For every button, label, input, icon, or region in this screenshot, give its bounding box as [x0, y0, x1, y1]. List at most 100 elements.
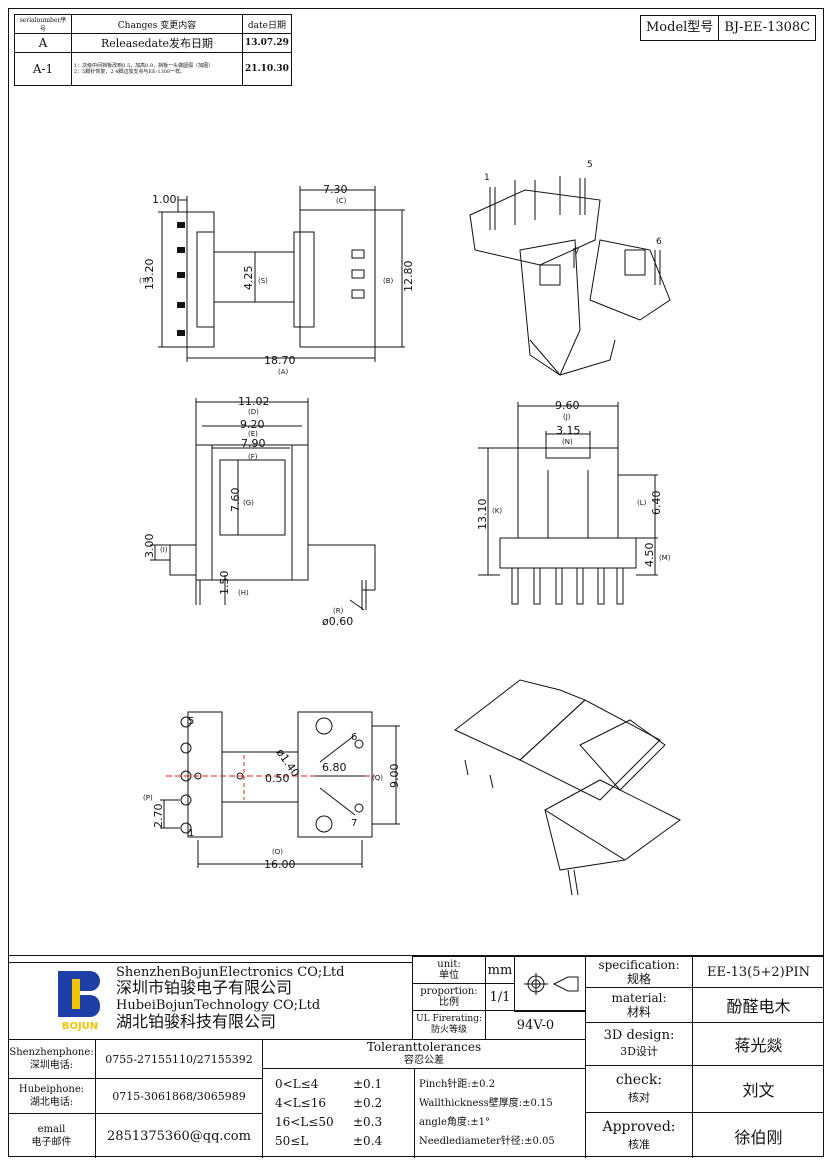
dim-9-60: 9.60 — [555, 399, 580, 412]
label-o: (O) — [272, 848, 283, 856]
dim-6-40: 6.40 — [650, 491, 663, 516]
dim-18-70: 18.70 — [264, 354, 296, 367]
sz-phone-label-cell: Shenzhenphone: 深圳电话: — [8, 1039, 96, 1079]
view-top-mid — [299, 186, 405, 348]
revision-table: serialnumber序号 Changes 变更内容 date日期 A Rel… — [14, 14, 292, 86]
company-cell: BOJUN ShenzhenBojunElectronics CO;Ltd 深圳… — [8, 962, 413, 1040]
rev-change: 1：次级中间挡板改到0.5，加高0.9，挡板一头做圆弧（加图） 2：5脚针恢复，… — [71, 52, 243, 86]
material-label-cell: material: 材料 — [585, 987, 693, 1023]
view-side-labels: 9.60 (J) 3.15 (N) 13.10 (K) 6.40 (L) 4.5… — [476, 399, 671, 567]
hb-phone-label-cell: Hubeiphone: 湖北电话: — [8, 1078, 96, 1114]
dim-11-02: 11.02 — [238, 395, 270, 408]
spec-value: EE-13(5+2)PIN — [692, 956, 824, 988]
material-value: 酚醛电木 — [692, 987, 824, 1023]
dim-9-00: 9.00 — [388, 764, 401, 789]
tolerance-title-cn: 容忍公差 — [404, 1055, 444, 1066]
hb-phone-label-cn: 湖北电话: — [29, 1097, 74, 1108]
company-cn-1: 深圳市铂骏电子有限公司 — [116, 978, 293, 997]
tol-note: Needlediameter针径:±0.05 — [419, 1136, 555, 1147]
tol-note: Wallthickness壁厚度:±0.15 — [419, 1098, 553, 1109]
check-value: 刘文 — [692, 1065, 824, 1113]
sz-phone-label-cn: 深圳电话: — [29, 1060, 74, 1071]
rev-serial: A-1 — [14, 52, 72, 86]
tol-note: angle角度:±1° — [419, 1117, 491, 1128]
label-i: (I) — [160, 546, 168, 554]
tol-value: ±0.2 — [353, 1096, 383, 1110]
view-bottom — [160, 711, 400, 868]
tolerance-title: Toleranttolerances — [366, 1040, 482, 1054]
dim-13-10: 13.10 — [476, 499, 489, 531]
tol-value: ±0.4 — [353, 1134, 383, 1148]
iso-view-2 — [454, 679, 681, 896]
tolerance-notes: Pinch针距:±0.2 Wallthickness壁厚度:±0.15 angl… — [414, 1068, 586, 1158]
dim-3-00: 3.00 — [143, 534, 156, 559]
tolerance-table: 0<L≤4 4<L≤16 16<L≤50 50≤L ±0.1 ±0.2 ±0.3… — [262, 1068, 415, 1158]
spec-label: specification: — [598, 958, 680, 972]
unit-label-cell: unit: 单位 — [412, 956, 486, 984]
dim-1-00: 1.00 — [152, 193, 177, 206]
approved-label-cell: Approved: 核准 — [585, 1112, 693, 1158]
rev-date: 21.10.30 — [242, 52, 292, 86]
approved-label-cn: 核准 — [628, 1137, 650, 1151]
dim-6-80: 6.80 — [322, 761, 347, 774]
proportion-label: proportion: — [420, 986, 478, 997]
dim-7-30: 7.30 — [323, 183, 348, 196]
ul-label-cell: UL Firerating: 防火等级 — [412, 1010, 486, 1040]
email-label-cell: email 电子邮件 — [8, 1113, 96, 1158]
label-m: (M) — [659, 554, 671, 562]
pin-1-label: 1 — [484, 173, 490, 183]
drawing-frame — [8, 8, 824, 1157]
view-bottom-labels: 5 1 6 7 ø1.40 0.50 6.80 (Q) 9.00 (P) 2.7… — [143, 716, 401, 871]
view-top-mid-labels: 7.30 (C) 12.80 (B) — [323, 183, 415, 292]
design-label-cn: 3D设计 — [620, 1045, 658, 1058]
dim-dia-0-60: ø0.60 — [322, 615, 353, 628]
projection-symbol-icon — [514, 956, 586, 1012]
dim-13-20: 13.20 — [143, 259, 156, 291]
proportion-value: 1/1 — [485, 983, 515, 1011]
tol-range: 4<L≤16 — [275, 1096, 326, 1110]
label-j: (J) — [563, 413, 571, 421]
company-en-2: HubeiBojunTechnology CO;Ltd — [116, 998, 321, 1013]
dim-7-60: 7.60 — [229, 488, 242, 513]
company-en-1: ShenzhenBojunElectronics CO;Ltd — [116, 965, 345, 980]
label-n: (N) — [562, 438, 573, 446]
ul-label-cn: 防火等级 — [430, 1025, 467, 1035]
dim-0-50: 0.50 — [265, 772, 290, 785]
tol-range: 50≤L — [275, 1134, 309, 1148]
hb-phone-value: 0715-3061868/3065989 — [95, 1078, 263, 1114]
logo-text: BOJUN — [61, 1021, 99, 1032]
material-label: material: — [611, 991, 667, 1005]
tol-range: 16<L≤50 — [275, 1115, 334, 1129]
bottom-pin-5: 5 — [188, 716, 194, 727]
pin-5-label: 5 — [587, 160, 593, 170]
technical-drawing: 1.00 13.20 (T) 4.25 (S) 18.70 (A) 7.30 (… — [139, 160, 681, 896]
tol-range: 0<L≤4 — [275, 1077, 319, 1091]
unit-label-cn: 单位 — [439, 970, 459, 981]
label-f: (F) — [248, 453, 258, 461]
check-label-cell: check: 核对 — [585, 1065, 693, 1113]
title-block: BOJUN ShenzhenBojunElectronics CO;Ltd 深圳… — [8, 955, 824, 1158]
bojun-logo-icon: BOJUN — [58, 971, 102, 1032]
design-value: 蒋光燚 — [692, 1022, 824, 1066]
ul-label: UL Firerating: — [416, 1014, 482, 1024]
design-label: 3D design: — [603, 1028, 675, 1043]
dim-4-50: 4.50 — [643, 543, 656, 568]
label-k: (K) — [492, 507, 502, 515]
label-t: (T) — [139, 277, 149, 285]
iso-pin-labels: 1 5 6 7 — [484, 160, 662, 257]
pin-7-label: 7 — [574, 247, 580, 257]
email-label-cn: 电子邮件 — [31, 1137, 72, 1148]
material-label-cn: 材料 — [626, 1005, 651, 1019]
spec-label-cell: specification: 规格 — [585, 956, 693, 988]
label-c: (C) — [336, 197, 347, 205]
model-value: BJ-EE-1308C — [718, 16, 815, 40]
view-side — [478, 402, 658, 605]
pin-6-label: 6 — [656, 237, 662, 247]
check-label-cn: 核对 — [628, 1091, 650, 1104]
label-b: (B) — [383, 277, 394, 285]
proportion-label-cell: proportion: 比例 — [412, 983, 486, 1011]
proportion-label-cn: 比例 — [439, 997, 459, 1008]
dim-16-00: 16.00 — [264, 858, 296, 871]
label-s: (S) — [258, 277, 268, 285]
unit-value: mm — [485, 956, 515, 984]
